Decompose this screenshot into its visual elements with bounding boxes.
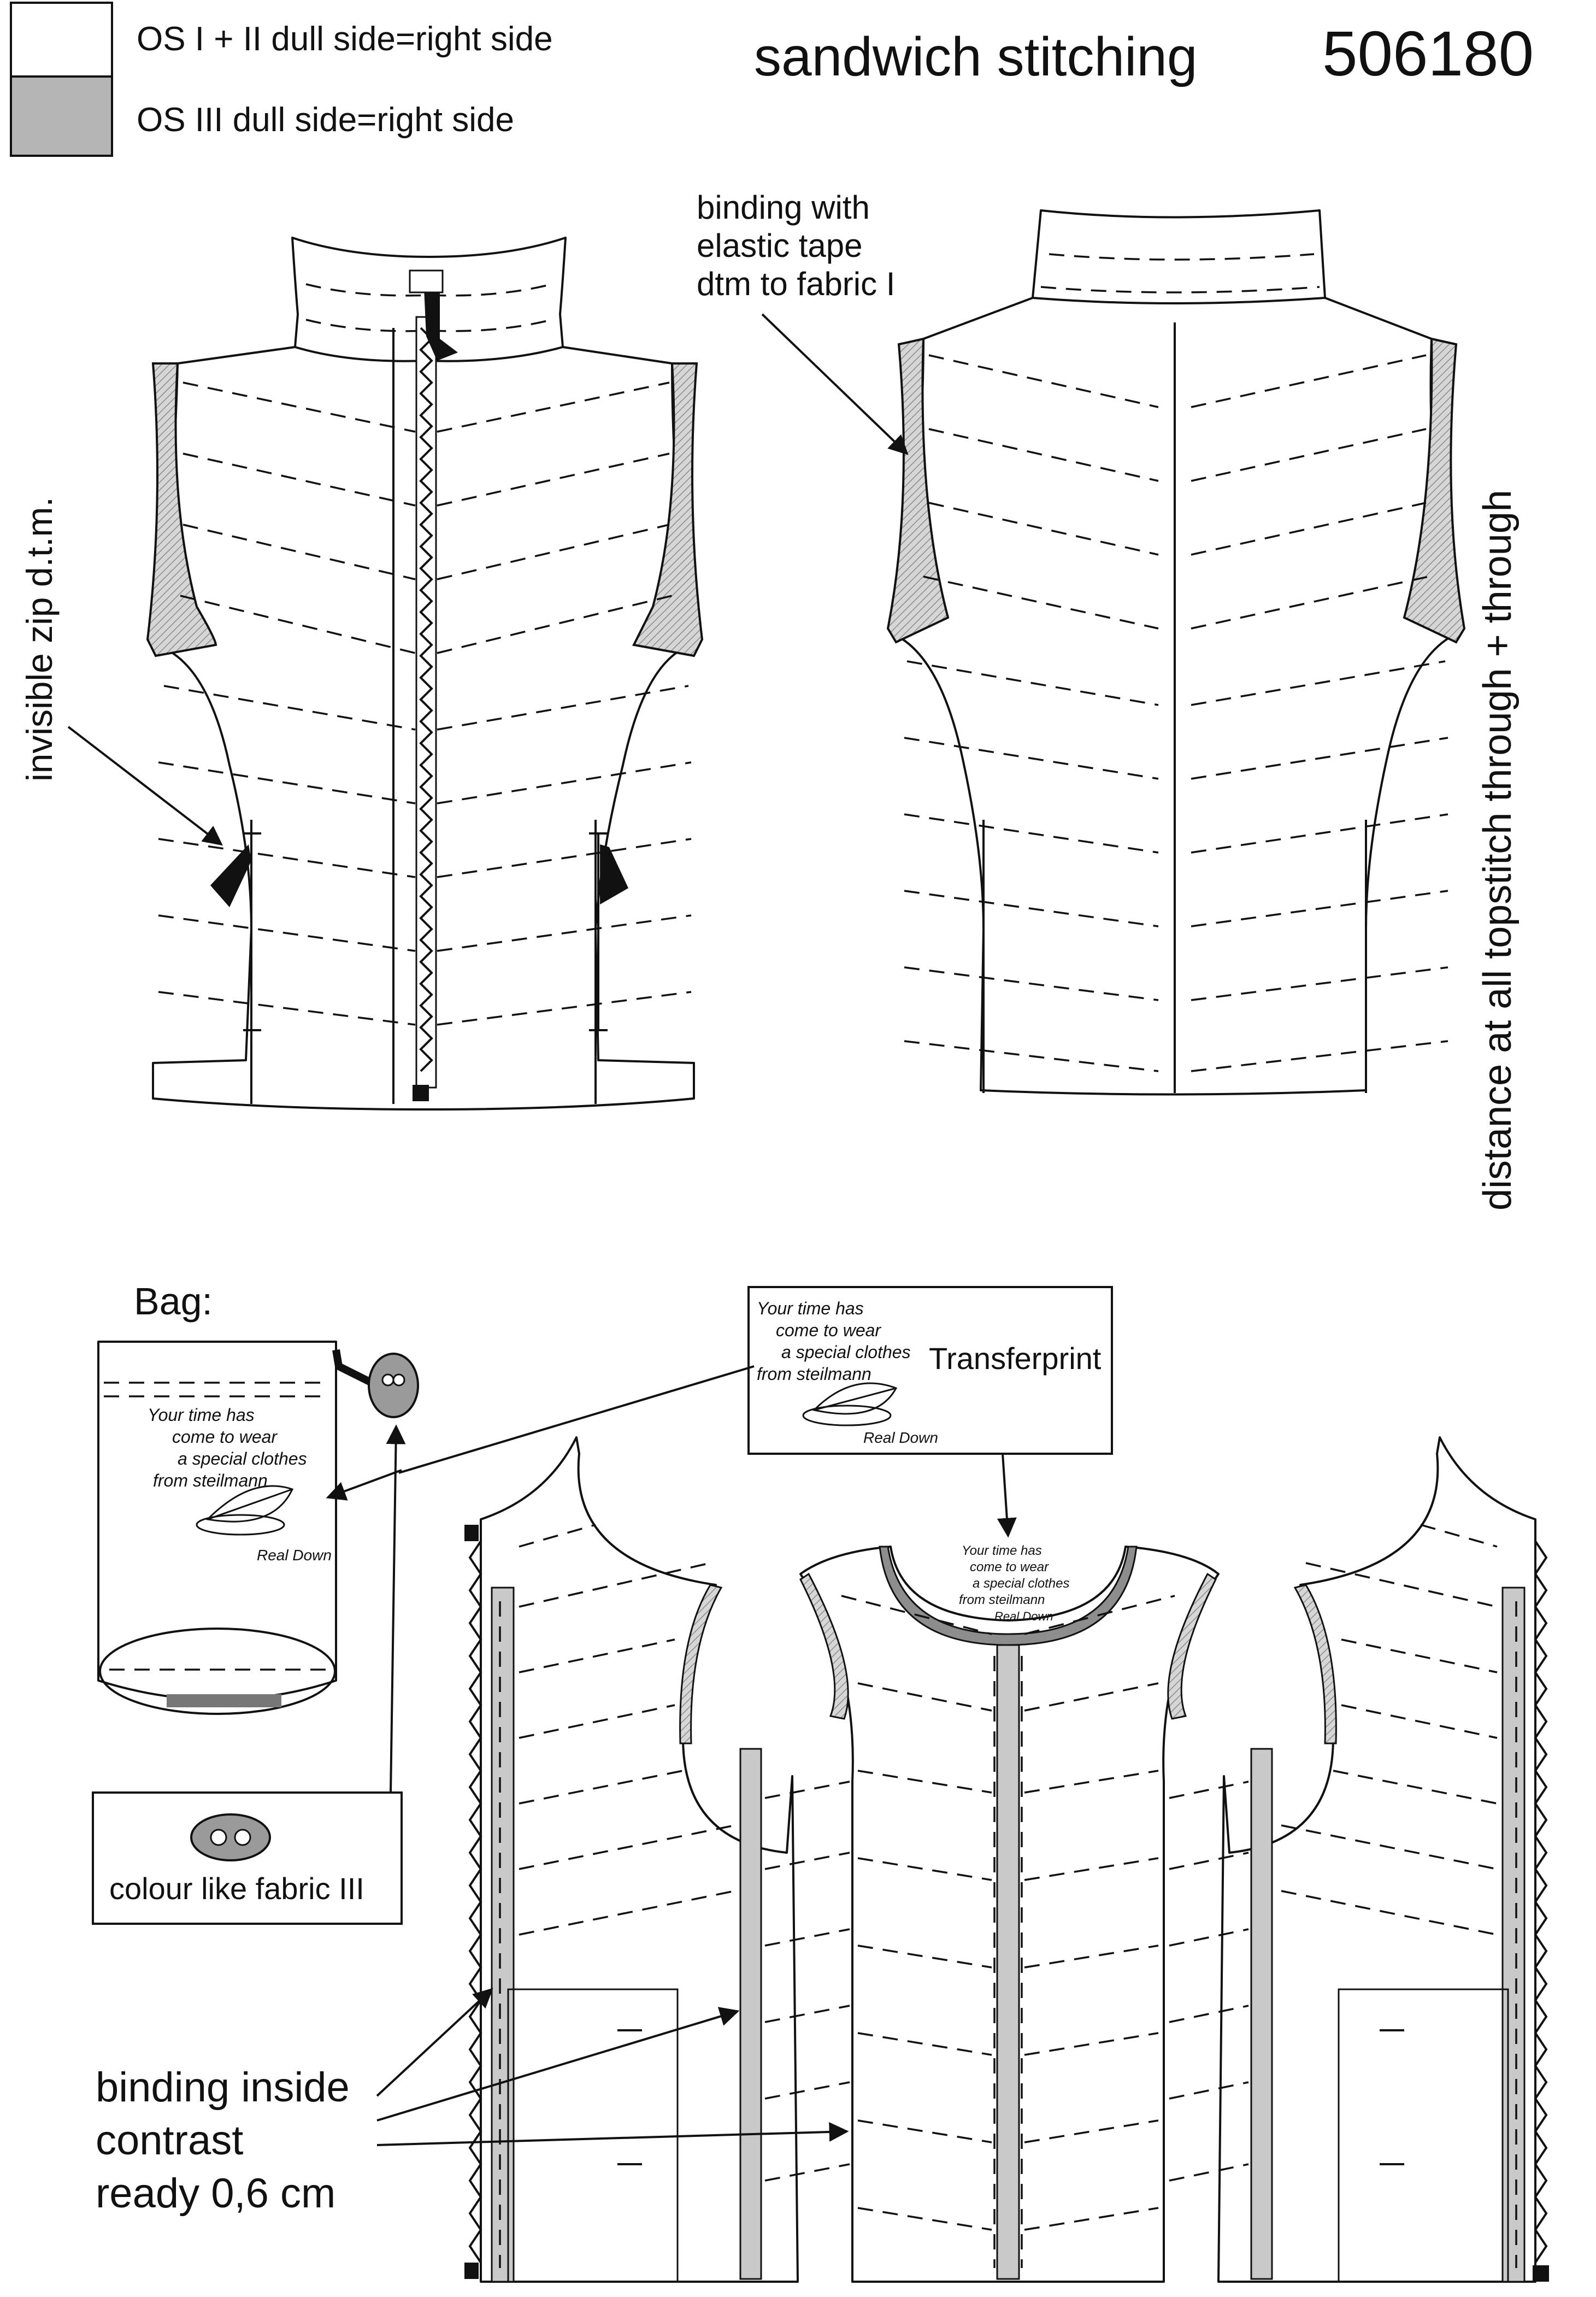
vest-back-view bbox=[886, 209, 1466, 1096]
invisible-zip-label: invisible zip d.t.m. bbox=[19, 497, 60, 782]
inside-quilting-lines bbox=[499, 1524, 1517, 2268]
button-note-label: colour like fabric III bbox=[109, 1871, 364, 1906]
pocket-zip-left bbox=[210, 832, 261, 1031]
inside-zip-binding-right bbox=[1501, 1587, 1526, 2283]
front-zipper bbox=[409, 269, 458, 1101]
inside-zip-right bbox=[1534, 1540, 1548, 2264]
svg-text:Your time has: Your time has bbox=[148, 1405, 255, 1425]
topstitch-distance-label: distance at all topstitch through + thro… bbox=[1476, 490, 1520, 1211]
transferprint-label: Transferprint Your time has come to wear… bbox=[326, 1286, 1113, 1538]
svg-text:a special clothes: a special clothes bbox=[973, 1576, 1069, 1591]
pocket-zip-right bbox=[589, 832, 628, 1031]
cord-stopper-icon bbox=[368, 1353, 419, 1418]
legend-swatch-white bbox=[10, 2, 113, 78]
back-armhole-binding-left bbox=[886, 337, 950, 644]
binding-label-line-2: elastic tape bbox=[697, 227, 863, 264]
front-body bbox=[152, 346, 695, 1111]
legend-swatch-grey bbox=[10, 75, 113, 157]
inside-back bbox=[799, 1546, 1220, 2283]
binding-label-line-1: binding with bbox=[697, 189, 870, 226]
inside-zip-left bbox=[468, 1540, 482, 2264]
vest-front-view bbox=[146, 237, 704, 1111]
svg-text:come to wear: come to wear bbox=[172, 1427, 278, 1447]
feather-icon bbox=[205, 1485, 294, 1523]
svg-text:come to wear: come to wear bbox=[776, 1320, 881, 1340]
binding-inside-line-2: contrast bbox=[96, 2117, 243, 2164]
button-icon bbox=[190, 1813, 271, 1861]
binding-inside-line-3: ready 0,6 cm bbox=[96, 2170, 335, 2217]
front-quilting-lines bbox=[158, 381, 692, 1026]
pocket-zip-puller-icon bbox=[600, 844, 628, 904]
inside-side-binding-2 bbox=[1250, 1748, 1273, 2280]
inside-armhole-binding-left bbox=[679, 1584, 723, 1744]
front-armhole-binding-left bbox=[146, 362, 217, 657]
inside-armhole-binding-right bbox=[1293, 1584, 1337, 1744]
svg-text:Your time has: Your time has bbox=[962, 1543, 1042, 1558]
inside-side-binding-1 bbox=[739, 1748, 762, 2280]
label-print-logo: Your time has come to wear a special clo… bbox=[757, 1299, 938, 1446]
back-collar bbox=[1032, 209, 1326, 304]
binding-callout: binding with elastic tape dtm to fabric … bbox=[697, 189, 909, 455]
svg-text:Real Down: Real Down bbox=[257, 1547, 332, 1564]
inside-centre-back-binding bbox=[996, 1644, 1020, 2280]
bag-print-logo: Your time has come to wear a special clo… bbox=[148, 1405, 332, 1564]
svg-text:from steilmann: from steilmann bbox=[153, 1471, 268, 1490]
inside-zip-binding-left bbox=[491, 1587, 515, 2283]
svg-text:Real Down: Real Down bbox=[994, 1609, 1053, 1623]
legend-label-2: OS III dull side=right side bbox=[137, 101, 514, 139]
storage-bag: Bag: Your time has come to wear a specia… bbox=[97, 1280, 419, 1715]
button-note-box: colour like fabric III bbox=[92, 1424, 406, 1925]
svg-text:a special clothes: a special clothes bbox=[781, 1342, 911, 1362]
svg-text:come to wear: come to wear bbox=[970, 1560, 1049, 1575]
binding-inside-callout: binding inside contrast ready 0,6 cm bbox=[96, 1988, 849, 2217]
svg-text:from steilmann: from steilmann bbox=[959, 1593, 1045, 1607]
vest-inside-view: Your time has come to wear a special clo… bbox=[464, 1436, 1549, 2283]
back-quilting-lines bbox=[904, 354, 1448, 1072]
back-neck-binding bbox=[879, 1546, 1138, 1646]
legend-label-1: OS I + II dull side=right side bbox=[137, 20, 553, 58]
page-title: sandwich stitching bbox=[754, 26, 1198, 87]
inside-pocket-bag-right bbox=[1338, 1988, 1509, 2283]
svg-text:Your time has: Your time has bbox=[757, 1299, 864, 1318]
neck-transfer-print: Your time has come to wear a special clo… bbox=[959, 1543, 1069, 1623]
binding-inside-line-1: binding inside bbox=[96, 2064, 350, 2111]
back-armhole-binding-right bbox=[1403, 337, 1466, 644]
front-armhole-binding-right bbox=[632, 362, 704, 657]
inside-pocket-bag-left bbox=[507, 1988, 679, 2283]
fabric-legend: OS I + II dull side=right side OS III du… bbox=[10, 2, 553, 157]
transferprint-title: Transferprint bbox=[929, 1341, 1102, 1376]
article-number: 506180 bbox=[1322, 18, 1534, 89]
binding-label-line-3: dtm to fabric I bbox=[697, 266, 895, 302]
bag-title: Bag: bbox=[134, 1280, 213, 1323]
zip-puller-icon bbox=[423, 276, 458, 361]
invisible-zip-callout: invisible zip d.t.m. bbox=[19, 497, 223, 846]
svg-text:a special clothes: a special clothes bbox=[178, 1449, 307, 1468]
pocket-zip-puller-icon bbox=[210, 844, 251, 907]
svg-text:Real Down: Real Down bbox=[863, 1429, 938, 1446]
svg-text:from steilmann: from steilmann bbox=[757, 1364, 871, 1384]
